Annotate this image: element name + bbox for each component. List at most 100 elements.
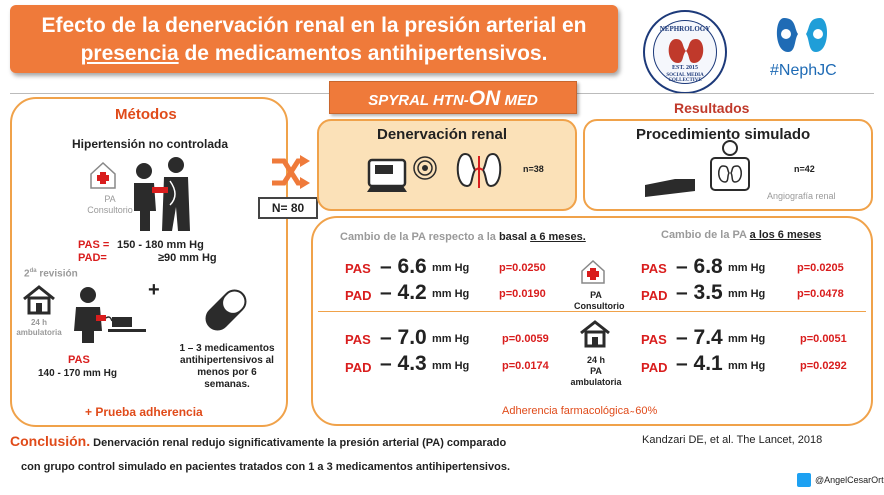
row1-left-value: – 6.6 <box>380 255 427 278</box>
row3-left-value: – 7.0 <box>380 326 427 349</box>
revision-word: revisión <box>36 268 78 280</box>
row2-left-p: p=0.0190 <box>499 288 546 300</box>
metodos-subtitle: Hipertensión no controlada <box>72 137 229 151</box>
clinic-center-icon <box>581 259 605 284</box>
metodos-panel <box>10 97 288 427</box>
row1-right-p: p=0.0205 <box>797 262 844 274</box>
pas-label: PAS = <box>78 239 110 251</box>
resultados-title: Resultados <box>674 100 750 116</box>
kidneys-icon <box>456 152 502 188</box>
clinic-icon <box>90 161 116 189</box>
conclusion: Conclusión. Denervación renal redujo sig… <box>10 433 506 449</box>
pas2-label: PAS <box>68 354 90 366</box>
header-right: Cambio de la PA a los 6 meses <box>661 229 821 241</box>
row2-left-value: – 4.2 <box>380 281 427 304</box>
row4-right-value: – 4.1 <box>676 352 723 375</box>
row4-left-value: – 4.3 <box>380 352 427 375</box>
denervation-device-icon <box>367 156 437 192</box>
amb-label-line-2: PA ambulatoria <box>570 366 622 387</box>
denervacion-box <box>317 119 577 211</box>
title-banner: Efecto de la denervación renal en la pre… <box>10 5 618 73</box>
results-divider <box>318 311 866 312</box>
header-left-pre: Cambio de la PA respecto a la <box>340 231 499 243</box>
nephjc-kidneys-icon <box>776 18 828 52</box>
conclusion-label: Conclusión. <box>10 433 91 449</box>
medicamentos-text: 1 – 3 medicamentos antihipertensivos al … <box>179 343 275 390</box>
results-panel <box>311 216 873 426</box>
row4-label: PAD <box>345 360 372 375</box>
twitter-icon[interactable] <box>797 473 811 487</box>
adherencia-test-label: + Prueba adherencia <box>85 405 203 419</box>
denervacion-title: Denervación renal <box>377 126 508 143</box>
row1-right-unit: mm Hg <box>728 262 766 274</box>
office-label: PA Consultorio <box>574 290 625 311</box>
header-left-underline: a 6 meses. <box>530 231 586 243</box>
denervacion-n: n=38 <box>523 164 544 174</box>
logo-top-text: NEPHROLOGY <box>659 25 711 33</box>
revision-label: 2da revisión <box>24 268 78 279</box>
trial-name-banner: SPYRAL HTN-ON MED <box>329 81 577 114</box>
row4-left-p: p=0.0174 <box>502 360 549 372</box>
row1-left-unit: mm Hg <box>432 262 470 274</box>
pad-label: PAD= <box>78 252 107 264</box>
patient-kidney-icon <box>710 140 750 191</box>
row2-right-value: – 3.5 <box>676 281 723 304</box>
row4-right-unit: mm Hg <box>728 360 766 372</box>
row3-left-unit: mm Hg <box>432 333 470 345</box>
amb-label-line-1: 24 h <box>586 355 605 365</box>
pill-icon <box>205 289 247 331</box>
plus-sign: + <box>148 279 160 301</box>
logo-est-text: EST. 2015 <box>672 65 698 71</box>
row3-right-value: – 7.4 <box>676 326 723 349</box>
pas2-value: 140 - 170 mm Hg <box>38 368 117 379</box>
home-icon <box>23 285 55 315</box>
header-left-bold: basal <box>498 231 531 243</box>
row2-right-p: p=0.0478 <box>797 288 844 300</box>
row2-right-unit: mm Hg <box>728 288 766 300</box>
doctor-patient-icon <box>134 157 190 231</box>
conclusion-text-1: Denervación renal redujo significativame… <box>90 437 507 449</box>
nephrology-logo: NEPHROLOGY EST. 2015 SOCIAL MEDIA COLLEC… <box>643 10 727 94</box>
row2-label: PAD <box>345 288 372 303</box>
revision-superscript: da <box>29 268 37 274</box>
pad-value: ≥90 mm Hg <box>158 252 217 264</box>
angiography-device-icon <box>645 179 695 197</box>
row1-left-p: p=0.0250 <box>499 262 546 274</box>
header-right-pre: Cambio de la PA <box>661 229 750 241</box>
row4-right-p: p=0.0292 <box>800 360 847 372</box>
revision-number: 2 <box>24 268 30 280</box>
pa-consultorio-label: PA Consultorio <box>87 194 133 215</box>
title-line-2: presencia de medicamentos antihipertensi… <box>10 42 618 66</box>
home-center-icon <box>580 320 610 348</box>
simulado-box <box>583 119 873 211</box>
trial-prefix: SPYRAL HTN- <box>368 92 469 109</box>
row2-right-label: PAD <box>641 288 668 303</box>
row1-right-label: PAS <box>641 261 667 276</box>
row3-right-unit: mm Hg <box>728 333 766 345</box>
row1-right-value: – 6.8 <box>676 255 723 278</box>
nephjc-hashtag[interactable]: #NephJC <box>770 62 837 79</box>
header-right-underline: a los 6 meses <box>749 229 822 241</box>
header-left: Cambio de la PA respecto a la basal a 6 … <box>340 231 586 243</box>
metodos-title: Métodos <box>115 106 177 123</box>
n-total-box: N= 80 <box>258 197 318 219</box>
trial-on: ON <box>468 87 501 110</box>
trial-suffix: MED <box>500 92 538 109</box>
conclusion-text-2: con grupo control simulado en pacientes … <box>21 461 511 473</box>
row3-right-p: p=0.0051 <box>800 333 847 345</box>
row3-label: PAS <box>345 332 371 347</box>
citation: Kandzari DE, et al. The Lancet, 2018 <box>642 434 823 446</box>
simulado-title: Procedimiento simulado <box>636 126 811 143</box>
title-line-1: Efecto de la denervación renal en la pre… <box>41 14 587 37</box>
logo-inner-ring: NEPHROLOGY EST. 2015 SOCIAL MEDIA COLLEC… <box>653 20 717 84</box>
twitter-handle[interactable]: @AngelCesarOrtiz <box>815 475 884 485</box>
row3-left-p: p=0.0059 <box>502 333 549 345</box>
row4-left-unit: mm Hg <box>432 360 470 372</box>
row1-label: PAS <box>345 261 371 276</box>
title-line-2-rest: de medicamentos antihipertensivos. <box>178 42 548 65</box>
simulado-n: n=42 <box>794 164 815 174</box>
title-underlined-word: presencia <box>80 42 179 65</box>
ambulatoria-label: 24 h ambulatoria <box>16 318 62 337</box>
row2-left-unit: mm Hg <box>432 288 470 300</box>
